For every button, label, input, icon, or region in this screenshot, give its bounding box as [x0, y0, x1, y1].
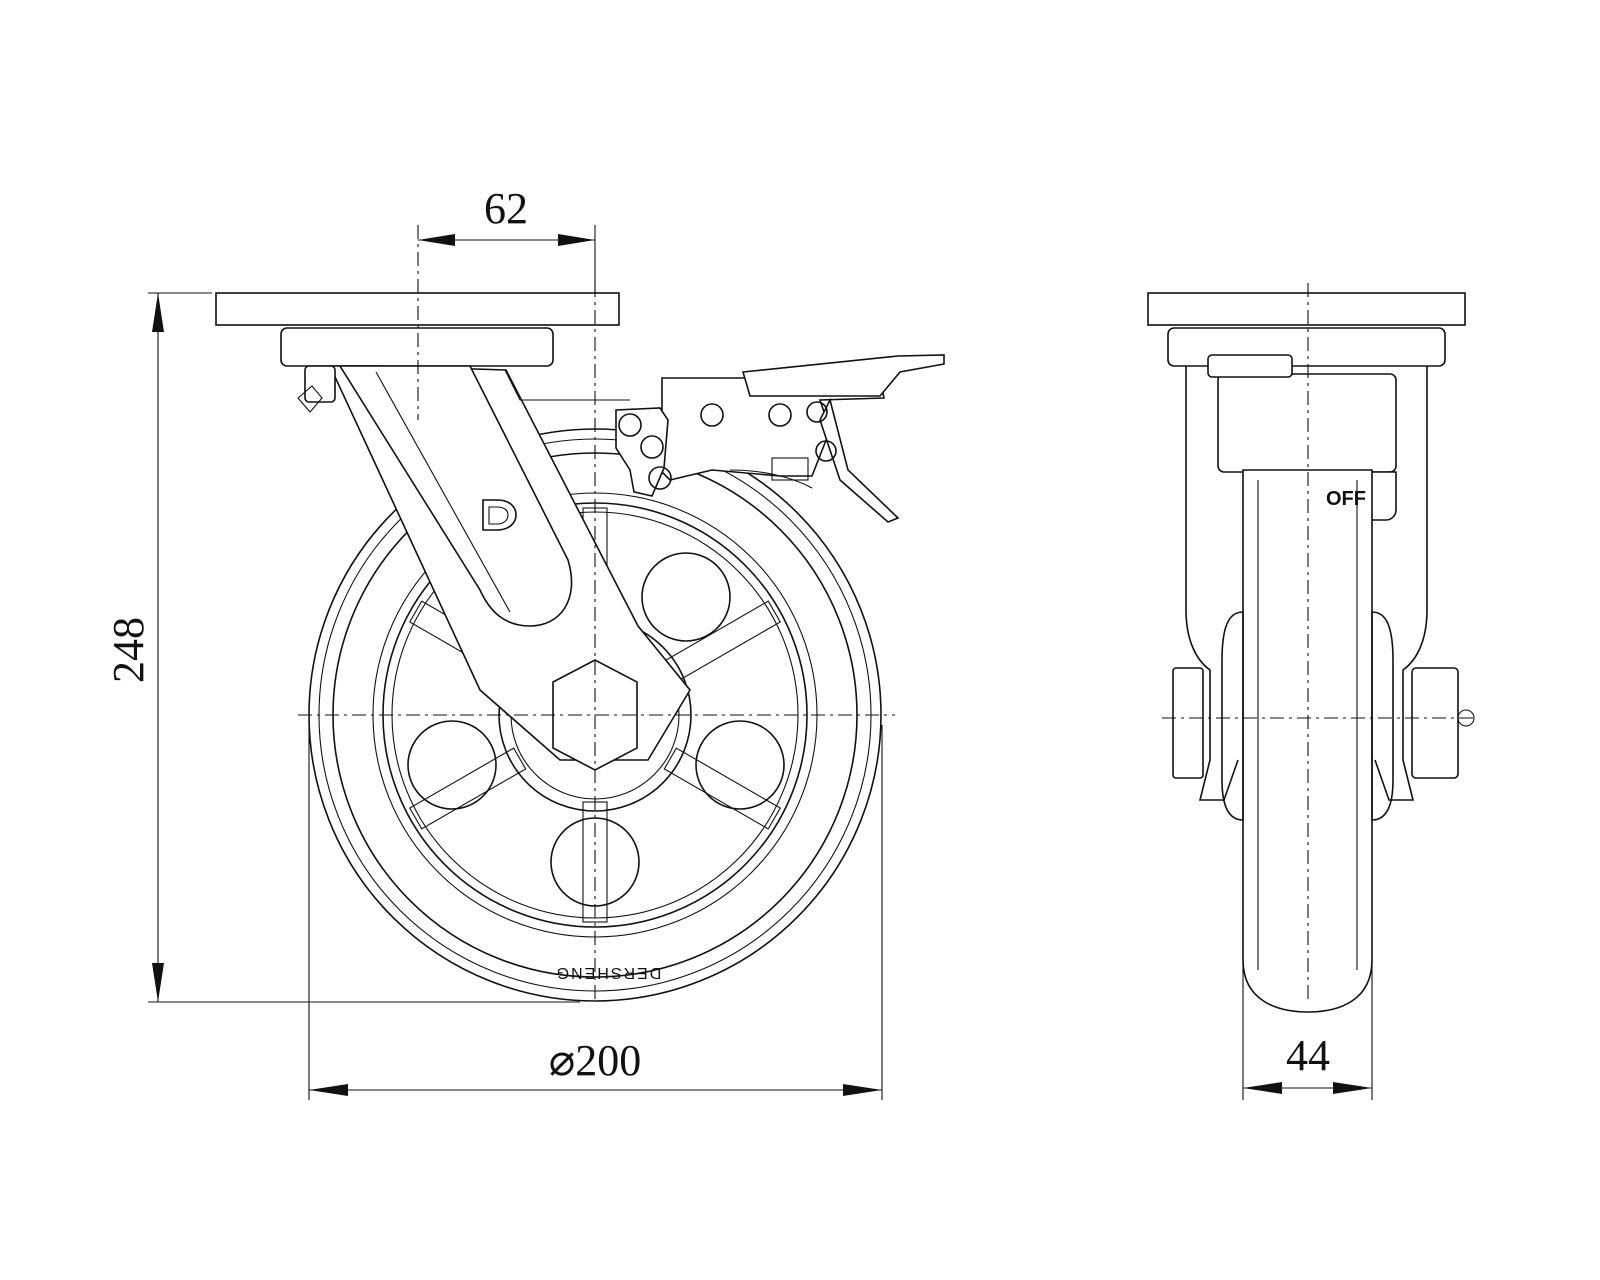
brake-assembly	[615, 354, 945, 523]
fork-logo	[482, 499, 517, 531]
dim-offset-text: 62	[484, 184, 528, 233]
side-view: OFF	[1147, 283, 1478, 1013]
dimension-44: 44	[1242, 960, 1373, 1100]
dim-diameter-text: ⌀200	[549, 1036, 642, 1085]
dimension-200: ⌀200	[308, 725, 883, 1100]
swivel-bearing	[280, 327, 554, 367]
side-top-plate	[1147, 292, 1466, 326]
side-axle-nut-right	[1411, 667, 1459, 779]
dimension-248: 248	[104, 292, 580, 1003]
grease-nipple	[297, 365, 336, 413]
dim-width-text: 44	[1286, 1031, 1330, 1080]
brake-state-label: OFF	[1326, 488, 1366, 510]
front-view: DERSHENG	[215, 225, 945, 1002]
side-axle-nut-left	[1172, 667, 1204, 779]
dim-height-text: 248	[104, 617, 153, 683]
fork-leg	[328, 365, 691, 761]
dimension-62: 62	[418, 184, 596, 293]
wheel-holes	[407, 552, 785, 907]
brand-text: DERSHENG	[555, 964, 662, 981]
